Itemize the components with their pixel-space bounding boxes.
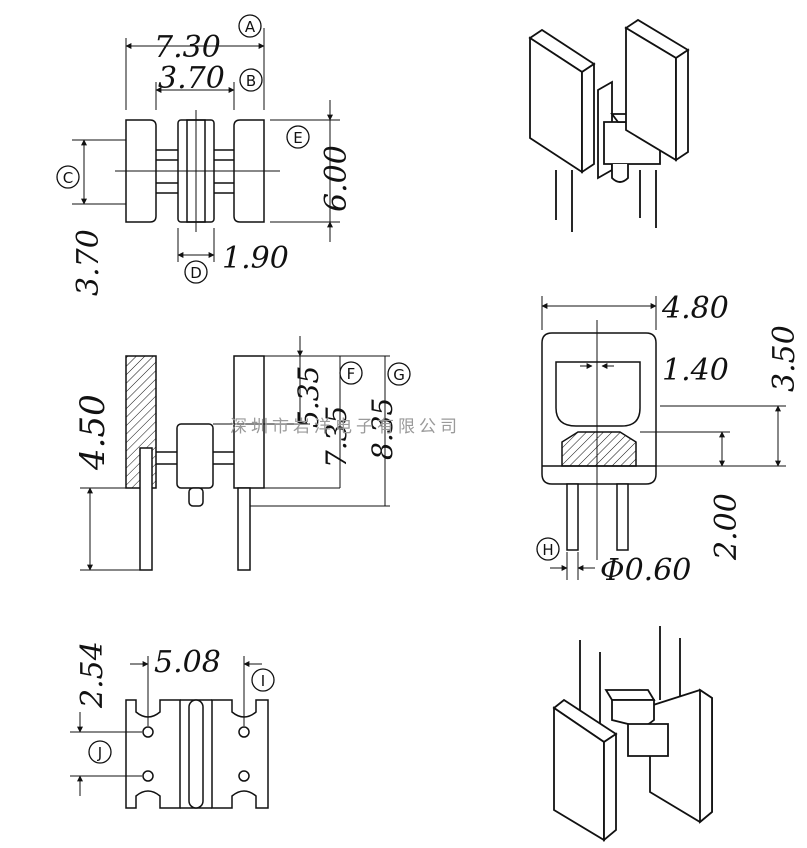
marker-h: H <box>536 537 560 561</box>
dim-front-pin-length: 2.00 <box>709 493 744 561</box>
bottom-view <box>125 699 269 809</box>
iso-view-bottom <box>552 626 713 842</box>
dim-top-height: 6.00 <box>319 145 354 212</box>
dim-side-height: 4.50 <box>73 394 113 471</box>
marker-f: F <box>339 361 363 385</box>
dim-top-side-height: 3.70 <box>71 229 106 296</box>
dim-side-mid: 7.35 <box>320 406 353 468</box>
svg-text:J: J <box>97 744 102 762</box>
iso-view-top <box>528 18 690 232</box>
marker-a: A <box>238 14 262 38</box>
svg-text:H: H <box>542 541 553 559</box>
dim-side-total: 8.35 <box>366 398 399 460</box>
dim-top-width-inner: 3.70 <box>158 61 225 96</box>
marker-d: D <box>184 260 208 284</box>
marker-e: E <box>286 125 310 149</box>
dim-front-inner: 1.40 <box>662 353 729 388</box>
dim-bottom-pitch-y: 2.54 <box>75 641 110 709</box>
marker-c: C <box>56 165 80 189</box>
svg-text:E: E <box>293 129 302 147</box>
svg-text:A: A <box>245 18 256 36</box>
front-view <box>541 332 657 551</box>
marker-b: B <box>239 68 263 92</box>
dim-top-slot-width: 1.90 <box>222 241 289 276</box>
marker-i: I <box>251 668 275 692</box>
dim-bottom-pitch-x: 5.08 <box>154 645 221 680</box>
dim-front-height: 3.50 <box>767 325 802 392</box>
bottom-view-dims <box>70 656 262 796</box>
svg-text:F: F <box>347 365 356 383</box>
front-view-dims <box>541 296 786 580</box>
dim-top-width-overall: 7.30 <box>154 30 221 65</box>
side-view <box>125 355 265 571</box>
dim-front-width: 4.80 <box>661 291 729 326</box>
watermark: 深圳市岩洋电子有限公司 <box>230 417 461 437</box>
svg-text:I: I <box>261 672 265 690</box>
svg-text:B: B <box>246 72 256 90</box>
side-view-dims <box>80 336 390 571</box>
svg-text:D: D <box>190 264 202 282</box>
svg-text:C: C <box>63 169 73 187</box>
svg-text:G: G <box>393 366 405 384</box>
dim-side-gap: 5.35 <box>292 366 325 428</box>
marker-g: G <box>387 362 411 386</box>
top-view-dims <box>72 28 340 262</box>
marker-j: J <box>88 740 112 764</box>
dim-front-pin-diameter: Φ0.60 <box>600 553 691 588</box>
